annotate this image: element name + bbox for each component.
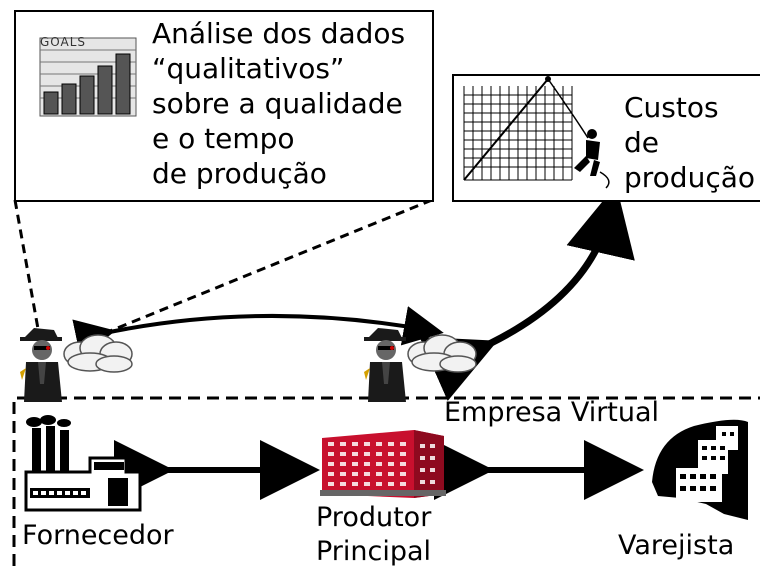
dashed-link-right <box>87 198 433 342</box>
left-agent-icon <box>20 328 133 402</box>
analysis-line-4: e o tempo <box>152 122 295 155</box>
cost-graph-climber-icon <box>463 76 610 189</box>
office-building-icon <box>320 430 446 498</box>
costs-line-2: de <box>624 126 659 159</box>
goals-caption: GOALS <box>40 35 87 49</box>
goals-chart-icon <box>38 36 138 118</box>
costs-box: Custos de produção <box>452 74 760 202</box>
analysis-box: GOALS Análise dos dados “qualitativos” s… <box>14 10 434 202</box>
building-windows <box>328 442 435 486</box>
dashed-link-left <box>13 199 42 341</box>
analysis-line-3: sobre a qualidade <box>152 87 403 120</box>
producer-label-line-2: Principal <box>316 536 432 567</box>
analysis-line-1: Análise dos dados <box>152 17 406 50</box>
costs-line-1: Custos <box>624 91 719 124</box>
analysis-line-5: de produção <box>152 157 327 190</box>
agent-link-arrow <box>72 306 444 359</box>
analysis-line-2: “qualitativos” <box>152 52 345 85</box>
costs-line-3: produção <box>624 161 756 194</box>
retail-store-icon <box>652 419 748 520</box>
retailer-label: Varejista <box>618 530 735 561</box>
factory-icon <box>24 415 142 512</box>
supplier-label: Fornecedor <box>22 520 174 551</box>
enterprise-title: Empresa Virtual <box>444 397 660 428</box>
right-agent-icon <box>364 328 477 402</box>
producer-label-line-1: Produtor <box>316 502 432 533</box>
costs-link-arrow <box>419 184 635 401</box>
